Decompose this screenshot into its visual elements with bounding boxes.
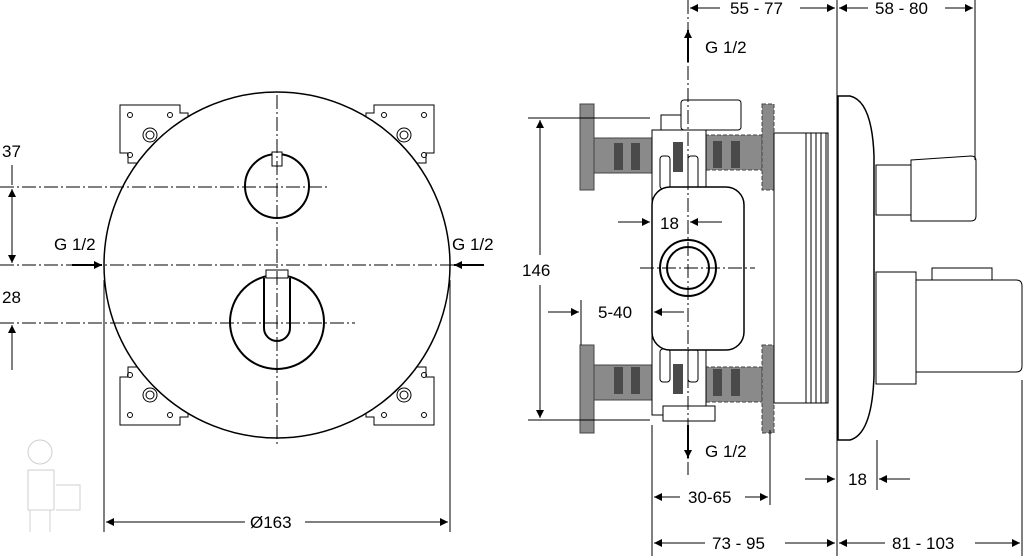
outlet-top-label: G 1/2 [705, 38, 747, 57]
dim-30-65: 30-65 [688, 488, 731, 507]
dim-18-inlet: 18 [660, 214, 679, 233]
dim-58-80: 58 - 80 [875, 0, 928, 18]
outlet-bottom-label: G 1/2 [705, 442, 747, 461]
height-146: 146 [522, 261, 550, 280]
dim-18-trim: 18 [848, 470, 867, 489]
watermark-logo [27, 439, 81, 532]
side-view: 55 - 77 58 - 80 G 1/2 146 18 5-40 G 1/2 … [522, 0, 1023, 556]
dim-37: 37 [2, 142, 21, 161]
inlet-left-label: G 1/2 [54, 235, 96, 254]
dim-81-103: 81 - 103 [892, 534, 954, 553]
diameter-label: Ø163 [250, 513, 292, 532]
dim-28: 28 [2, 288, 21, 307]
dim-55-77: 55 - 77 [730, 0, 783, 18]
trim-plate [837, 95, 875, 441]
inlet-right-label: G 1/2 [452, 235, 494, 254]
front-view: 37 28 G 1/2 G 1/2 Ø163 [0, 91, 494, 532]
dim-5-40: 5-40 [598, 303, 632, 322]
dim-73-95: 73 - 95 [712, 534, 765, 553]
